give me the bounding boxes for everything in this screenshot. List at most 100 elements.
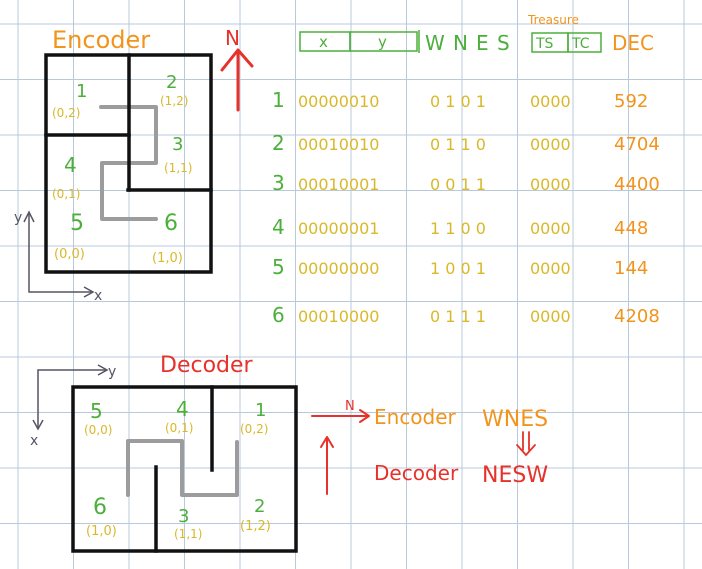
cell-coord: (0,0) [54,247,85,262]
encoder-axis-x-label: x [94,288,102,304]
row-id: 4 [272,215,285,239]
cell-coord: (1,1) [164,161,192,175]
row-wnes: 0 1 1 0 [430,135,486,154]
cell-number: 5 [70,211,84,236]
cell-number: 1 [255,400,266,421]
header-s: S [497,31,510,55]
mapping-encoder-label: Encoder [374,405,457,429]
header-ts: TS [535,36,554,52]
row-treasure: 0000 [530,175,571,194]
cell-coord: (1,0) [152,251,183,266]
mapping-decoder-label: Decoder [374,461,459,485]
table-row: 5 00000000 1 0 0 1 0000 144 [272,255,648,279]
cell-coord: (1,2) [160,94,188,108]
row-wnes: 1 0 0 1 [430,259,486,278]
treasure-label: Treasure [527,13,579,27]
row-id: 6 [272,303,285,327]
row-xy: 00010001 [298,175,379,194]
header-dec: DEC [612,31,654,55]
cell-number: 4 [64,153,77,177]
encoder-cell-3: 3 (1,1) [164,134,192,175]
cell-number: 4 [176,397,189,421]
header-y-box [349,31,418,52]
cell-coord: (0,1) [165,421,193,435]
row-xy: 00000000 [298,259,379,278]
decoder-cell-3: 3 (1,1) [174,506,202,541]
cell-coord: (0,0) [84,423,112,437]
cell-coord: (1,0) [86,524,117,539]
row-wnes: 0 1 1 1 [430,307,486,326]
row-xy: 00010010 [298,135,379,154]
row-id: 1 [272,88,285,112]
encoder-cell-1: 1 (0,2) [52,81,87,120]
mapping-up-arrow-icon [320,436,334,495]
table-row: 2 00010010 0 1 1 0 0000 4704 [272,131,660,155]
encoder-cell-5: 5 (0,0) [54,211,85,262]
table-header: x y W N E S TS TC DEC [299,30,654,55]
mapping-decoder-dirs: NESW [482,463,548,488]
mapping-arrow-north-label: N [345,399,355,414]
row-treasure: 0000 [530,307,571,326]
header-x: x [319,33,328,51]
cell-number: 2 [254,496,265,517]
decoder-cell-2: 2 (1,2) [240,496,271,534]
cell-coord: (1,1) [174,527,202,541]
cell-coord: (1,2) [240,519,271,534]
table-row: 6 00010000 0 1 1 1 0000 4208 [272,303,660,327]
encoder-axis-y-label: y [14,210,22,226]
decoder-cell-1: 1 (0,2) [240,400,268,436]
row-xy: 00010000 [298,307,379,326]
row-wnes: 0 1 0 1 [430,92,486,111]
row-treasure: 0000 [530,92,571,111]
row-wnes: 0 0 1 1 [430,175,486,194]
row-dec: 144 [614,258,648,279]
row-treasure: 0000 [530,259,571,278]
row-xy: 00000010 [298,92,379,111]
row-xy: 00000001 [298,219,379,238]
row-id: 5 [272,255,285,279]
decoder-path [126,439,239,497]
cell-number: 3 [172,134,183,155]
north-label: N [225,26,240,50]
row-dec: 448 [614,218,648,239]
encoder-cell-6: 6 (1,0) [152,211,183,266]
decoder-cell-5: 5 (0,0) [84,399,112,437]
encoder-axes [23,210,95,298]
decoder-title: Decoder [160,353,254,378]
decoder-maze-walls [71,385,298,553]
row-dec: 4704 [614,134,660,155]
decoder-axis-x-label: x [30,433,38,449]
encoder-cell-2: 2 (1,2) [160,72,188,108]
table-row: 3 00010001 0 0 1 1 0000 4400 [272,171,660,195]
cell-number: 6 [164,211,178,236]
row-id: 3 [272,171,285,195]
header-w: W [425,31,445,55]
encoder-maze-walls [44,53,213,274]
header-y: y [378,33,387,51]
header-tc: TC [571,36,590,52]
mapping-right-arrow-icon: N [311,399,370,423]
cell-number: 2 [166,72,177,93]
cell-number: 3 [178,506,189,527]
mapping-down-double-arrow-icon [516,431,536,457]
header-n: N [453,31,468,55]
cell-coord: (0,2) [240,422,268,436]
header-tc-box [567,32,602,53]
decoder-cell-6: 6 (1,0) [86,495,117,539]
cell-coord: (0,1) [52,187,80,201]
row-id: 2 [272,131,285,155]
cell-number: 6 [93,495,107,520]
row-dec: 4400 [614,174,660,195]
north-arrow-icon: N [220,26,254,112]
mapping-encoder-dirs: WNES [482,407,548,432]
row-dec: 4208 [614,306,660,327]
decoder-cell-4: 4 (0,1) [165,397,193,435]
row-treasure: 0000 [530,135,571,154]
header-e: E [476,31,489,55]
encoder-cell-4: 4 (0,1) [52,153,80,201]
row-treasure: 0000 [530,219,571,238]
